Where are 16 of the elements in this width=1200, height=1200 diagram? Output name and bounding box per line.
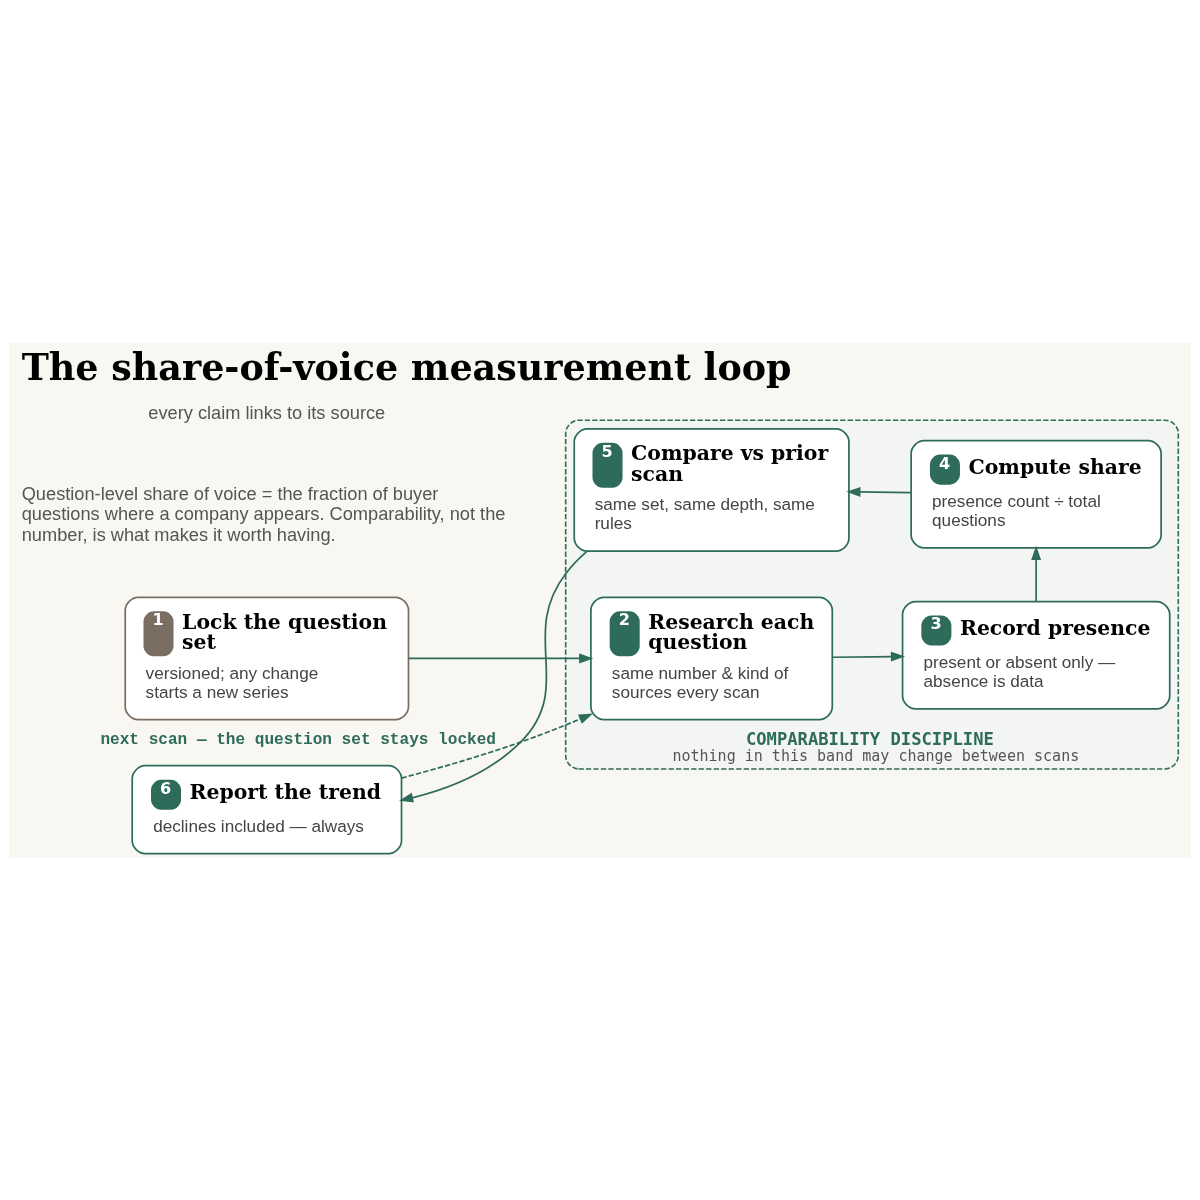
diagram-title: The share-of-voice measurement loop — [21, 345, 792, 389]
label: every claim links to its source — [148, 401, 386, 423]
node-box: 1 Lock the question set versioned; any change starts a new series — [124, 595, 410, 720]
arrow — [846, 486, 912, 497]
node-box: 2 Research each question same number & kind of sources every scan — [590, 595, 834, 720]
arrow — [407, 652, 594, 663]
edge-label: next scan — the question set stays locked — [100, 730, 497, 749]
arrow — [1031, 545, 1042, 602]
node-box: 6 Report the trend declines included — always — [131, 764, 403, 855]
arrow — [399, 550, 588, 802]
node-box: 5 Compare vs prior scan same set, same depth, same rules — [573, 427, 850, 552]
node-box: 3 Record presence present or absent only — absence is data — [901, 600, 1171, 710]
arrow — [831, 651, 906, 662]
node-box: 4 Compute share presence count ÷ total questions — [910, 439, 1162, 549]
arrow — [400, 713, 593, 779]
label: Question-level share of voice = the fraction of buyer questions where a company appears. Comparability, not the number, is what makes it worth having. — [21, 482, 506, 545]
